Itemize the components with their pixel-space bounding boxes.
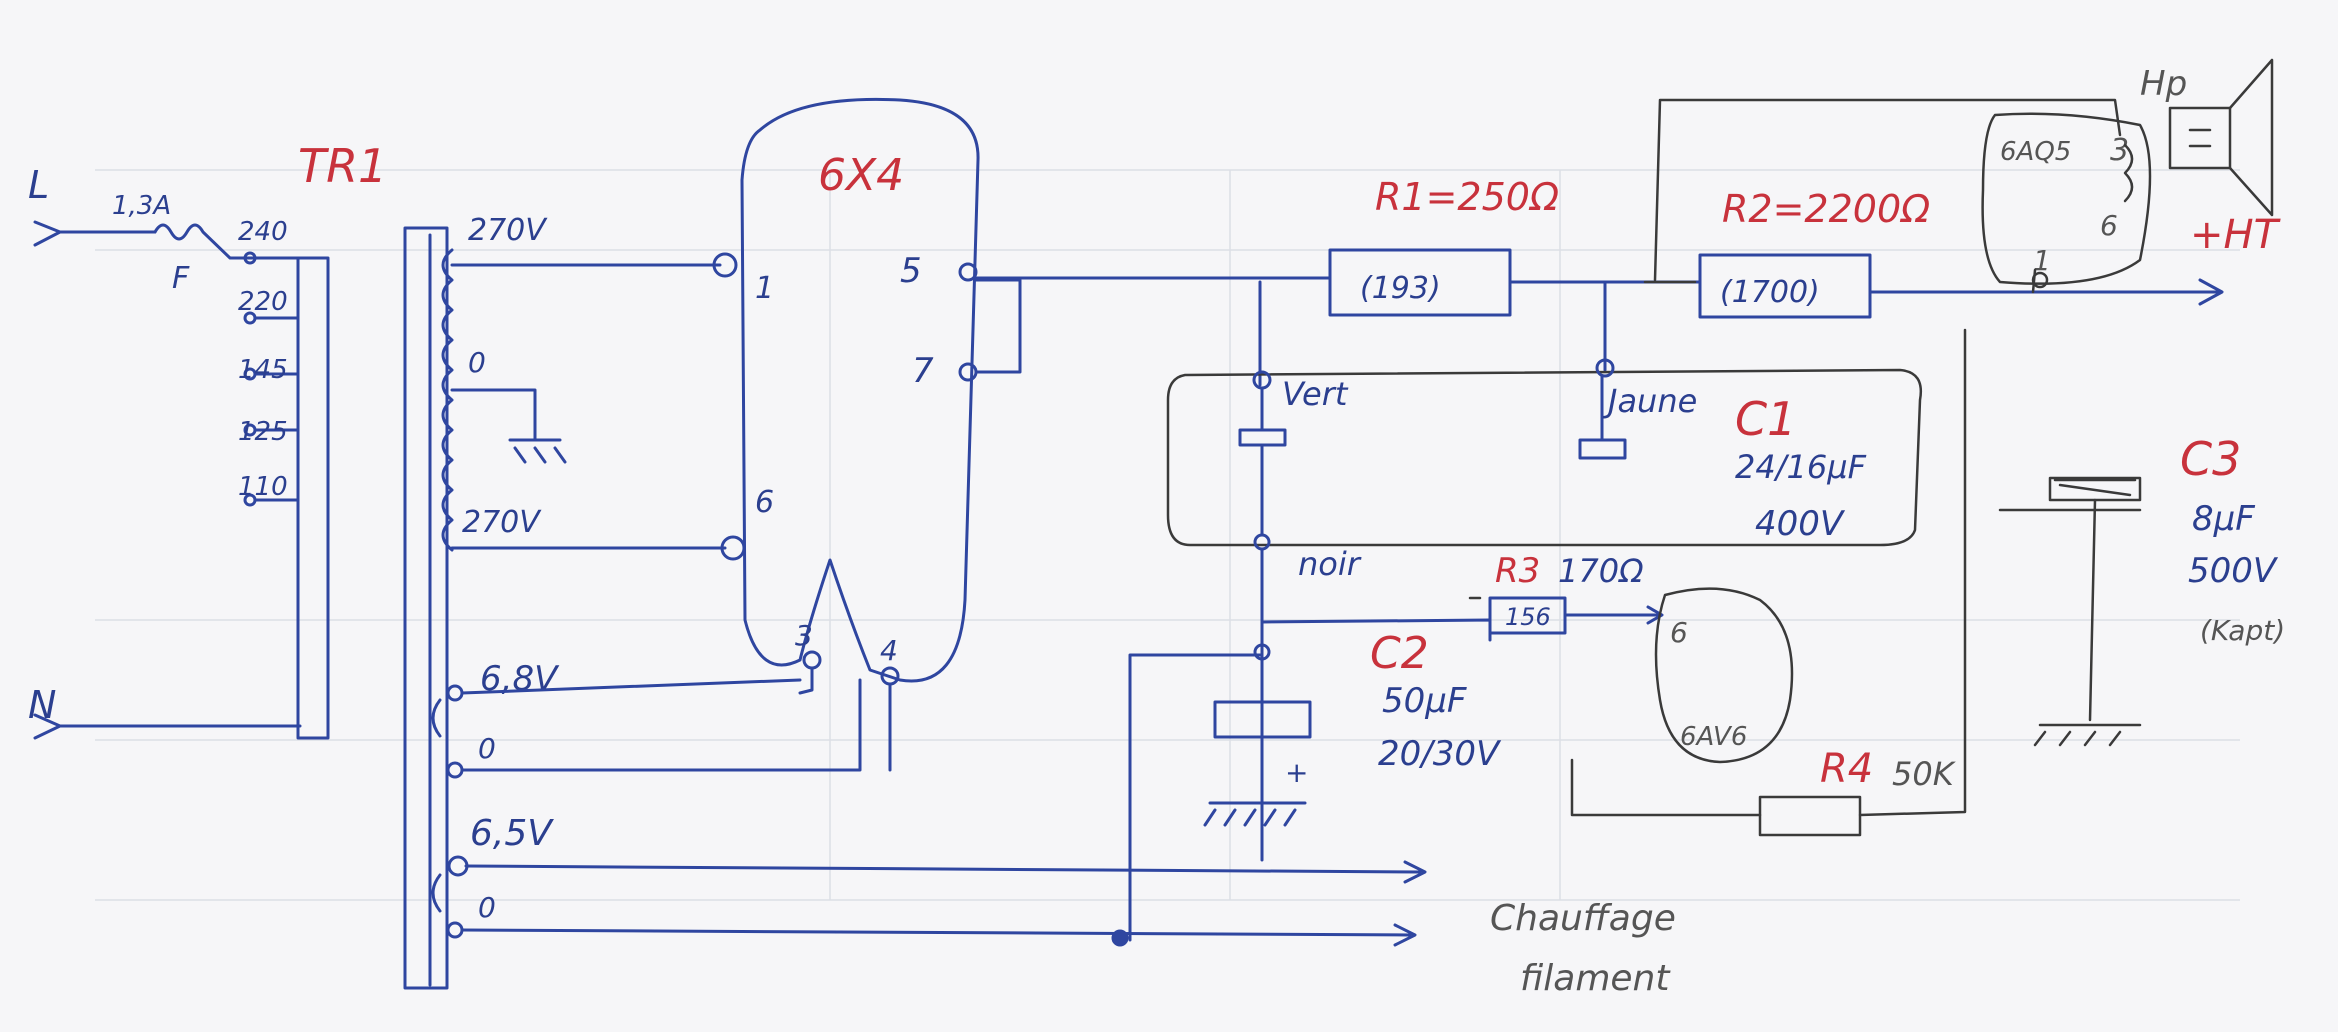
output-stage: R4 50K 6AQ5 1 3 6 Hp <box>1570 58 2274 837</box>
c1-voltage: 400V <box>1755 504 1846 544</box>
c3-voltage: 500V <box>2188 551 2279 591</box>
preamp-tube: 6 6AV6 <box>1468 587 1794 764</box>
rectifier-pin6: 6 <box>755 485 774 520</box>
primary-tap-240: 240 <box>238 217 288 247</box>
rectifier-pin4: 4 <box>880 634 898 667</box>
rectifier-label: 6X4 <box>818 150 904 201</box>
c2-voltage: 20/30V <box>1378 734 1502 774</box>
tap-68-zero: 0 <box>478 732 496 765</box>
rectifier-pin7: 7 <box>912 351 934 391</box>
rectifier-pin5: 5 <box>900 251 922 291</box>
r2-label: R2=2200Ω <box>1722 187 1930 231</box>
r1-measured: (193) <box>1360 271 1441 306</box>
wire-vert: Vert <box>1282 375 1349 413</box>
c2-plus: + <box>1285 756 1308 789</box>
hv-center-label: 0 <box>468 346 486 379</box>
tap-65-label: 6,5V <box>470 813 554 854</box>
mains-input: L N 1,3A F <box>28 163 302 740</box>
c2-label: C2 <box>1370 628 1429 679</box>
primary-tap-145: 145 <box>238 355 288 385</box>
r2-measured: (1700) <box>1720 275 1820 310</box>
rectifier-pin3: 3 <box>795 619 813 652</box>
primary-tap-125: 125 <box>238 417 288 447</box>
c1-label: C1 <box>1735 392 1796 446</box>
c3-note: (Kapt) <box>2200 614 2285 647</box>
c1-value: 24/16µF <box>1735 448 1867 486</box>
wire-jaune: Jaune <box>1602 382 1697 420</box>
r4-label: R4 <box>1820 746 1873 792</box>
primary-tap-110: 110 <box>238 472 288 502</box>
output-pin1: 1 <box>2033 244 2051 277</box>
hv-top-label: 270V <box>468 213 548 248</box>
rectifier-pin1: 1 <box>755 271 774 306</box>
output-tube-label: 6AQ5 <box>2000 137 2071 167</box>
transformer: TR1 240 220 145 125 110 270V 0 270V 6,8V… <box>238 139 1427 990</box>
wire-noir: noir <box>1298 545 1362 583</box>
fuse-rating: 1,3A <box>112 191 171 221</box>
r4-value: 50K <box>1892 755 1957 793</box>
capacitor-c1: Vert Jaune C1 24/16µF 400V noir <box>1166 358 1923 862</box>
preamp-label: 6AV6 <box>1680 722 1747 752</box>
c2-value: 50µF <box>1382 681 1467 721</box>
r3-value: 170Ω <box>1558 552 1644 590</box>
line-label: L <box>28 163 49 207</box>
transformer-label: TR1 <box>298 139 387 193</box>
r1-label: R1=250Ω <box>1375 175 1559 219</box>
primary-tap-220: 220 <box>238 287 288 317</box>
hv-bottom-label: 270V <box>462 505 542 540</box>
capacitor-c3: C3 8µF 500V (Kapt) <box>1998 432 2285 747</box>
heater-line1: Chauffage <box>1490 898 1676 939</box>
r3-measured: 156 <box>1505 603 1551 631</box>
c3-label: C3 <box>2180 432 2241 486</box>
rectifier-tube: 6X4 1 6 5 7 3 4 <box>740 97 1022 772</box>
r3-label: R3 <box>1495 551 1540 591</box>
speaker-label: Hp <box>2140 64 2187 104</box>
heater-line2: filament <box>1520 958 1671 999</box>
tap-65-zero: 0 <box>478 891 496 924</box>
ht-label: +HT <box>2190 212 2282 258</box>
heater-note: Chauffage filament <box>1490 898 1676 999</box>
neutral-label: N <box>28 683 56 727</box>
preamp-pin: 6 <box>1670 616 1688 649</box>
output-pin3: 3 <box>2110 133 2129 168</box>
c3-value: 8µF <box>2192 499 2255 539</box>
fuse-label: F <box>172 261 190 296</box>
output-pin6: 6 <box>2100 209 2118 242</box>
cathode-circuit: 156 R3 170Ω + C2 50µF 20/30V <box>1111 551 1664 947</box>
